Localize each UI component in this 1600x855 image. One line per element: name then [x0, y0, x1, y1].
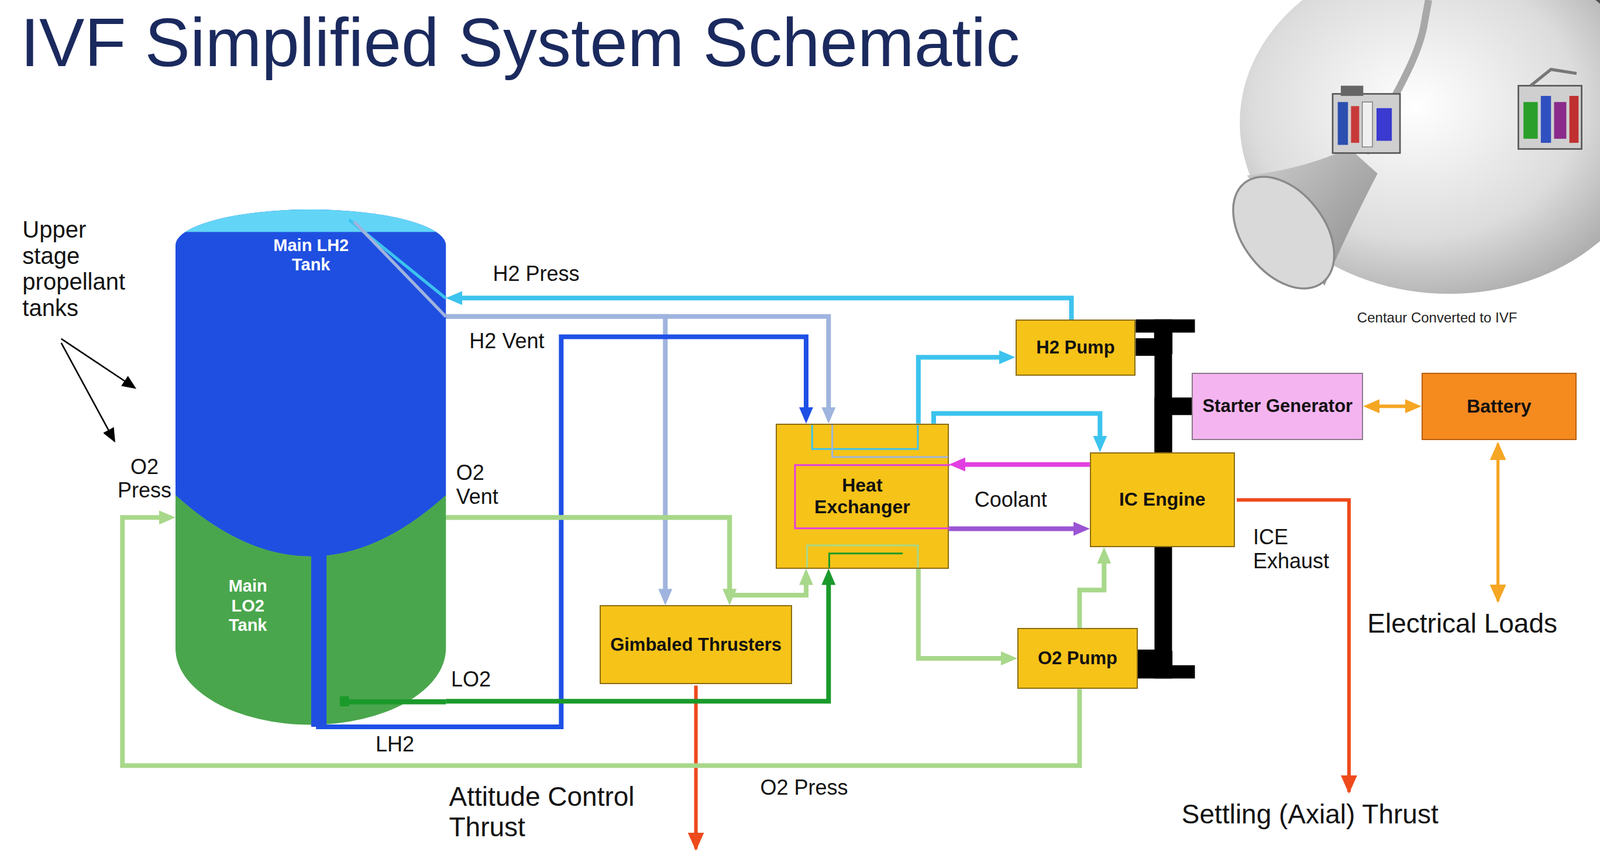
component-box: O2 Pump — [1017, 627, 1138, 690]
internal-pipe — [353, 221, 446, 316]
drive-shaft — [1137, 546, 1164, 659]
component-box: Starter Generator — [1191, 372, 1364, 440]
pipe-line — [445, 316, 666, 593]
pipe-line — [948, 526, 1078, 532]
pipe-label: O2 Press — [759, 775, 848, 800]
component-label: Gimbaled Thrusters — [610, 634, 782, 656]
pipe-line — [445, 517, 807, 595]
component-label: IC Engine — [1119, 488, 1206, 511]
pipe-label: H2 Vent — [469, 329, 545, 353]
ivf-module-part — [1376, 108, 1392, 141]
pipe-line — [933, 413, 1100, 439]
ivf-module — [1518, 85, 1582, 149]
pipe-line — [1375, 404, 1409, 408]
pipe-line — [918, 568, 1005, 659]
component-box: Battery — [1421, 372, 1577, 440]
tank-outline — [175, 494, 446, 730]
pipe-line — [445, 581, 829, 702]
pipe-line — [961, 462, 1090, 467]
ullage-gas — [175, 209, 446, 232]
ivf-module-part — [1540, 95, 1551, 143]
exchanger-tube — [831, 424, 948, 457]
pipe-label: LO2 — [451, 667, 491, 691]
slide-title: IVF Simplified System Schematic — [20, 5, 1020, 81]
tank-region: Main LH2 Tank — [175, 209, 446, 557]
pipe-label: Coolant — [974, 487, 1048, 512]
component-label: Battery — [1466, 395, 1531, 418]
lh2-feed-pipe — [311, 551, 327, 727]
annotation-label: Settling (Axial) Thrust — [1181, 799, 1439, 830]
lh2-tank-shape — [175, 209, 446, 557]
annotation-label: O2 Press — [115, 455, 174, 503]
annotation-label: ICE Exhaust — [1253, 525, 1335, 573]
pipe-label: O2 Vent — [456, 460, 515, 509]
ivf-module-part — [1569, 95, 1579, 143]
annotation-label: Upper stage propellant tanks — [22, 216, 143, 322]
pipe-label: H2 Press — [492, 262, 580, 286]
power-line — [1496, 443, 1500, 601]
pipe-line — [445, 316, 829, 411]
pipe-line — [1079, 559, 1104, 628]
ivf-module-part — [1337, 101, 1348, 145]
annotation-label: Electrical Loads — [1367, 608, 1558, 639]
exhaust-line — [1236, 499, 1350, 792]
nozzle-exit — [1212, 157, 1355, 308]
lo2-feed-pipe — [345, 699, 447, 705]
drive-shaft — [1162, 405, 1192, 452]
ivf-module-part — [1350, 105, 1359, 143]
component-box: Heat Exchanger — [775, 423, 950, 569]
component-box: H2 Pump — [1015, 319, 1137, 376]
mount-bracket — [1530, 69, 1577, 86]
ivf-module-part — [1362, 101, 1373, 147]
exchanger-tube — [811, 424, 918, 449]
shaft-cap — [1135, 665, 1195, 679]
leader-arrow — [61, 342, 115, 441]
tank-region: Main LO2 Tank — [175, 494, 446, 730]
component-label: Starter Generator — [1202, 395, 1353, 417]
component-box: IC Engine — [1089, 452, 1235, 547]
ivf-module-part — [1340, 85, 1364, 96]
component-label: H2 Pump — [1036, 336, 1115, 359]
pipe-label: LH2 — [375, 732, 415, 756]
component-label: O2 Pump — [1037, 647, 1118, 669]
component-label: Heat Exchanger — [803, 474, 921, 518]
ivf-module — [1332, 93, 1400, 153]
annotation-label: Attitude Control Thrust — [448, 781, 660, 842]
ivf-module-part — [1523, 101, 1538, 139]
pipe-fitting — [339, 696, 350, 707]
ivf-module-part — [1554, 101, 1567, 139]
exchanger-tube — [795, 464, 951, 528]
component-label: Main LH2 Tank — [264, 235, 359, 275]
component-label: Main LO2 Tank — [224, 576, 272, 635]
exchanger-tube — [828, 553, 903, 568]
exchanger-tube — [806, 545, 918, 568]
pipe-line — [445, 517, 730, 593]
annotation-label: Centaur Converted to IVF — [1357, 310, 1517, 326]
component-box: Gimbaled Thrusters — [599, 604, 793, 684]
lo2-tank-shape — [175, 494, 446, 725]
